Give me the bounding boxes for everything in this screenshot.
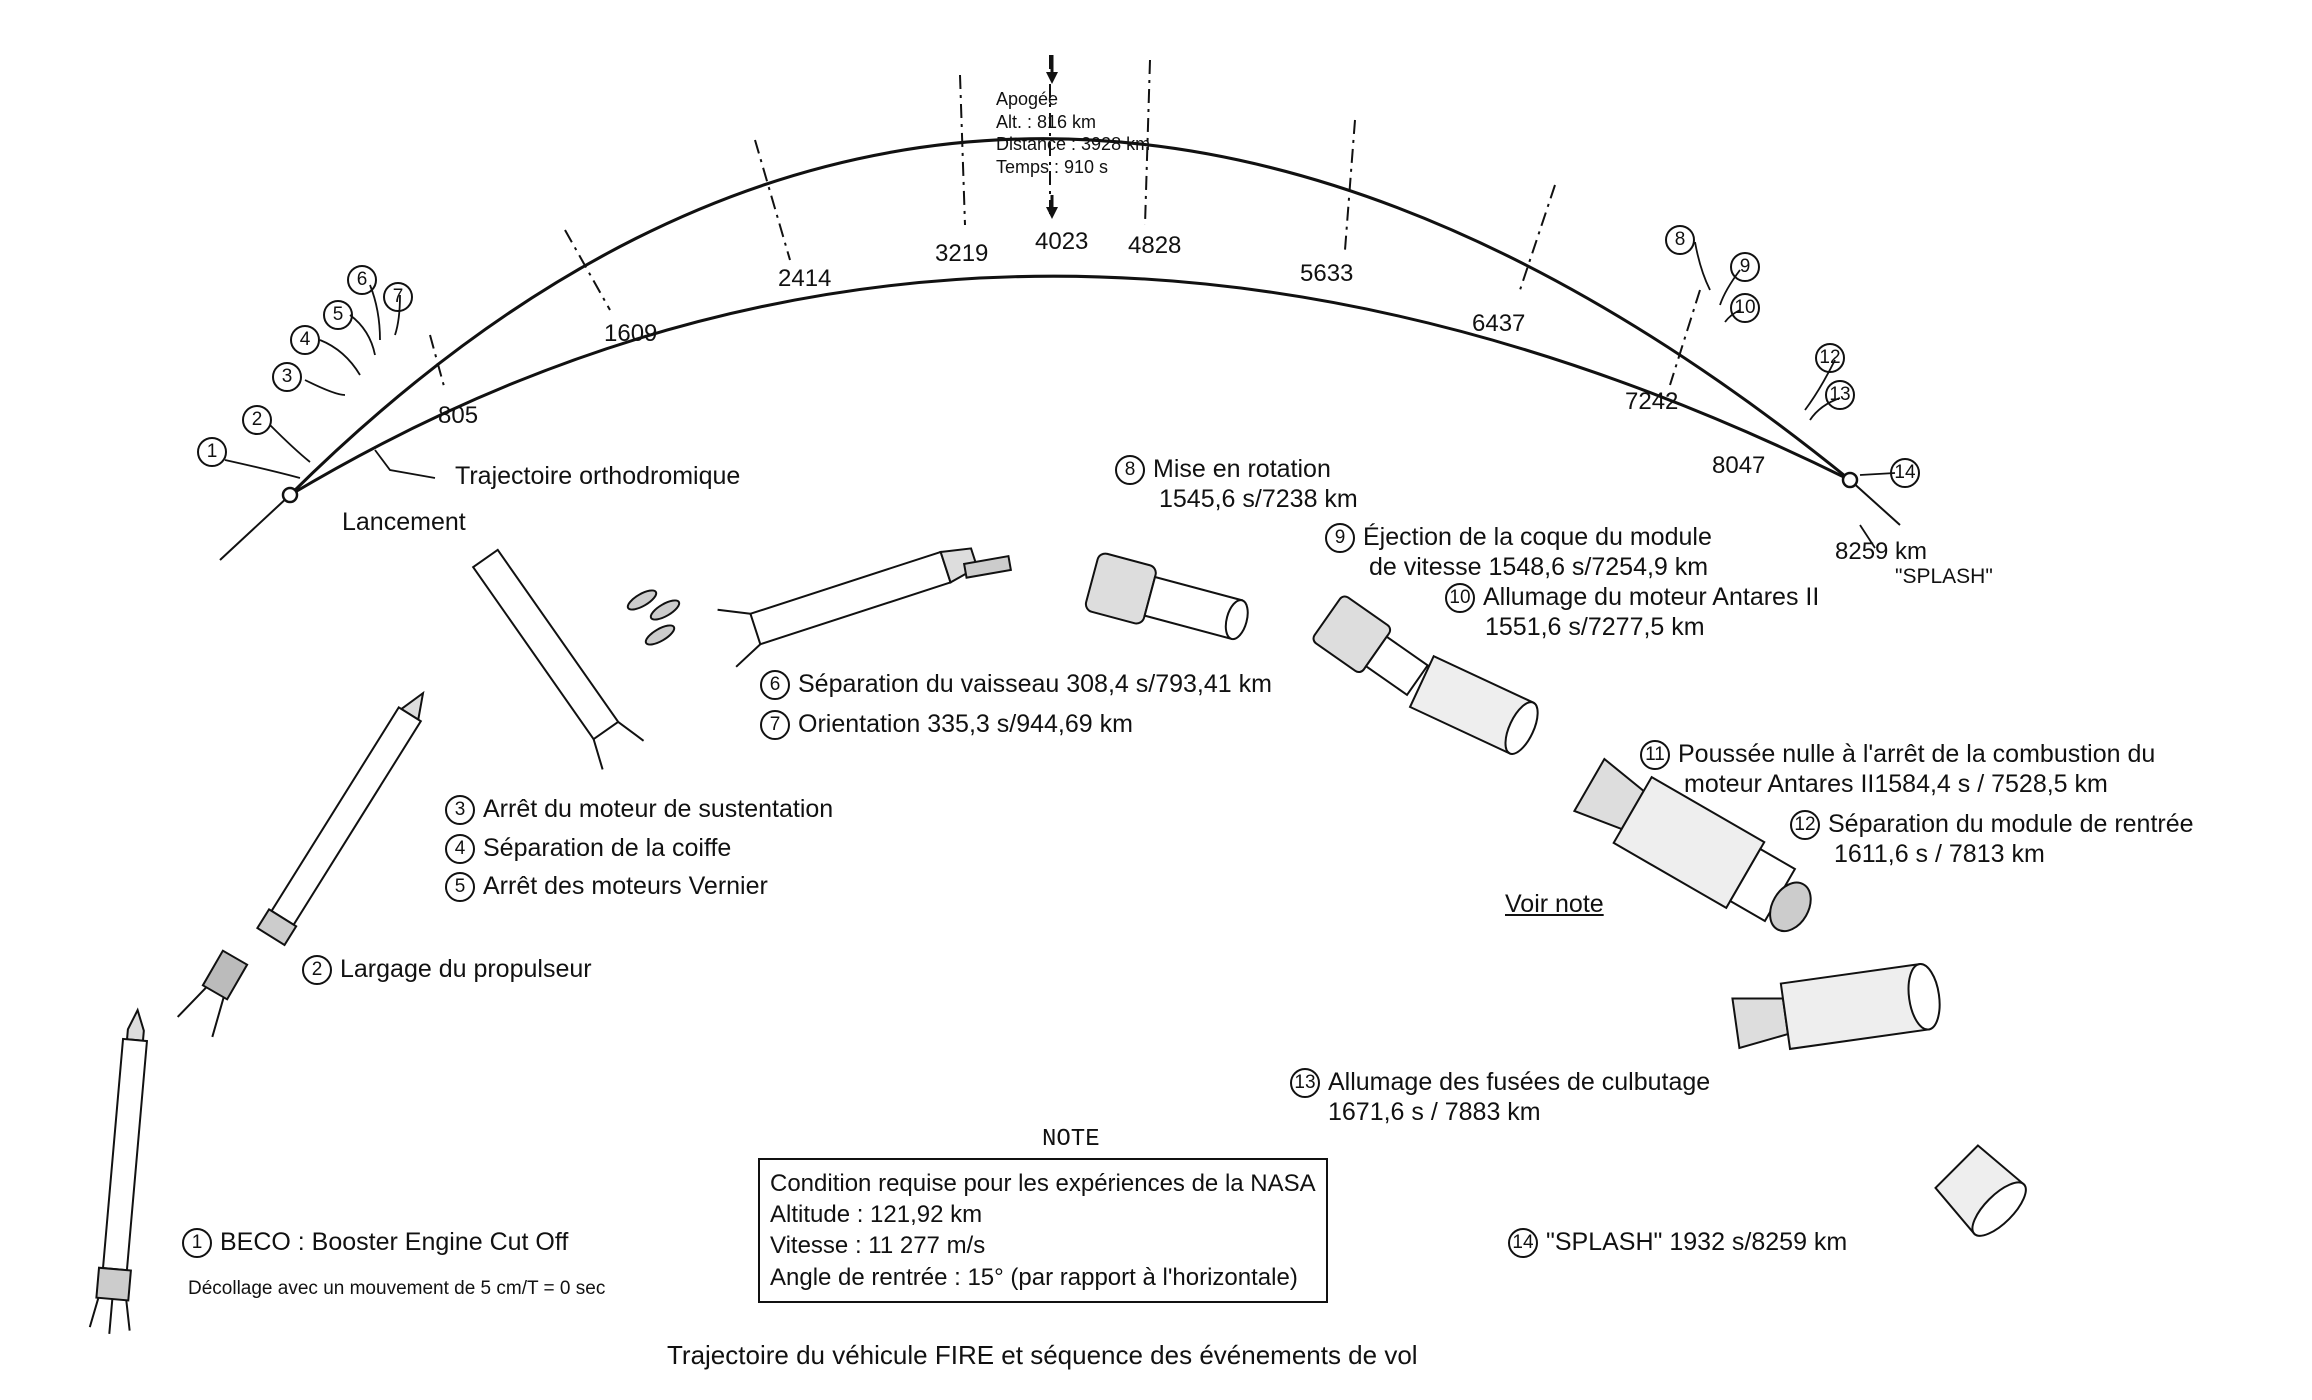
liftoff-label: Décollage avec un mouvement de 5 cm/T = …: [188, 1278, 606, 1299]
traj-number-2: 2: [242, 405, 280, 436]
traj-number-7: 7: [383, 282, 421, 313]
splash-point: [1841, 471, 1859, 489]
launch-line: [219, 494, 291, 561]
apogee-title: Apogée: [996, 89, 1059, 109]
distance-mark-4828: 4828: [1128, 232, 1182, 259]
distance-mark-6437: 6437: [1472, 310, 1526, 337]
note-line-2: Altitude : 121,92 km: [770, 1201, 983, 1229]
splash-capsule: [1934, 1144, 2027, 1237]
voir-note-link[interactable]: Voir note: [1505, 890, 1604, 918]
launch-label: Lancement: [342, 508, 466, 536]
separated-payload: [962, 554, 1013, 579]
note-box: Condition requise pour les expériences d…: [758, 1158, 1328, 1303]
distance-mark-805: 805: [438, 402, 479, 429]
orthodromic-label: Trajectoire orthodromique: [455, 462, 741, 490]
spacecraft-separation: [717, 547, 979, 668]
apogee-arrowhead-top: [1046, 72, 1058, 84]
apogee-altitude: Alt. : 816 km: [996, 111, 1097, 132]
distance-mark-5633: 5633: [1300, 260, 1354, 287]
climbing-rocket: [256, 690, 425, 947]
traj-number-10: 10: [1730, 293, 1768, 324]
traj-number-6: 6: [347, 265, 385, 296]
apogee-info: Apogée Alt. : 816 km Distance : 3928 km …: [996, 88, 1150, 178]
traj-number-13: 13: [1825, 380, 1863, 411]
figure-caption: Trajectoire du véhicule FIRE et séquence…: [667, 1340, 1418, 1370]
booster-separation: [176, 949, 249, 1038]
distance-mark-8047: 8047: [1712, 452, 1766, 479]
spin-vehicle: [1084, 552, 1249, 641]
traj-number-14: 14: [1890, 458, 1928, 489]
traj-number-12: 12: [1815, 343, 1853, 374]
distance-mark-1609: 1609: [604, 320, 658, 347]
note-line-4: Angle de rentrée : 15° (par rapport à l'…: [770, 1263, 1298, 1291]
distance-mark-8259: 8259 km: [1835, 538, 1928, 565]
distance-radials: [429, 55, 1701, 391]
traj-number-5: 5: [323, 300, 361, 331]
note-line-3: Vitesse : 11 277 m/s: [770, 1232, 986, 1260]
burnout-vehicle: [1572, 757, 1812, 933]
apogee-distance: Distance : 3928 km: [996, 134, 1151, 154]
distance-mark-7242: 7242: [1625, 388, 1679, 415]
launch-point: [281, 486, 299, 504]
apogee-time: Temps : 910 s: [996, 156, 1109, 177]
splash-line: [1849, 479, 1901, 526]
note-line-1: Condition requise pour les expériences d…: [770, 1170, 1316, 1197]
splash-label: "SPLASH": [1895, 565, 1993, 588]
traj-number-8: 8: [1665, 225, 1703, 256]
traj-number-1: 1: [197, 437, 235, 468]
flight-trajectory-arc: [288, 137, 1851, 497]
apogee-arrowhead-bottom: [1046, 207, 1058, 219]
upper-stage: [471, 548, 645, 770]
distance-mark-2414: 2414: [778, 265, 832, 292]
ground-track-arc: [289, 274, 1851, 497]
launch-rocket: [88, 1007, 149, 1334]
note-title: NOTE: [1042, 1126, 1100, 1153]
reentry-module: [1731, 962, 1941, 1051]
traj-number-3: 3: [272, 362, 310, 393]
traj-number-4: 4: [290, 325, 328, 356]
event-14: 14"SPLASH" 1932 s/8259 km: [1508, 1228, 1847, 1259]
antares-stage: [1408, 654, 1539, 755]
distance-mark-3219: 3219: [935, 240, 989, 267]
distance-mark-4023: 4023: [1035, 228, 1089, 255]
vehicle-sketches: [88, 547, 2027, 1334]
traj-number-9: 9: [1730, 252, 1768, 283]
hull-ejection: [1312, 595, 1430, 697]
fairing-pieces: [626, 589, 681, 646]
